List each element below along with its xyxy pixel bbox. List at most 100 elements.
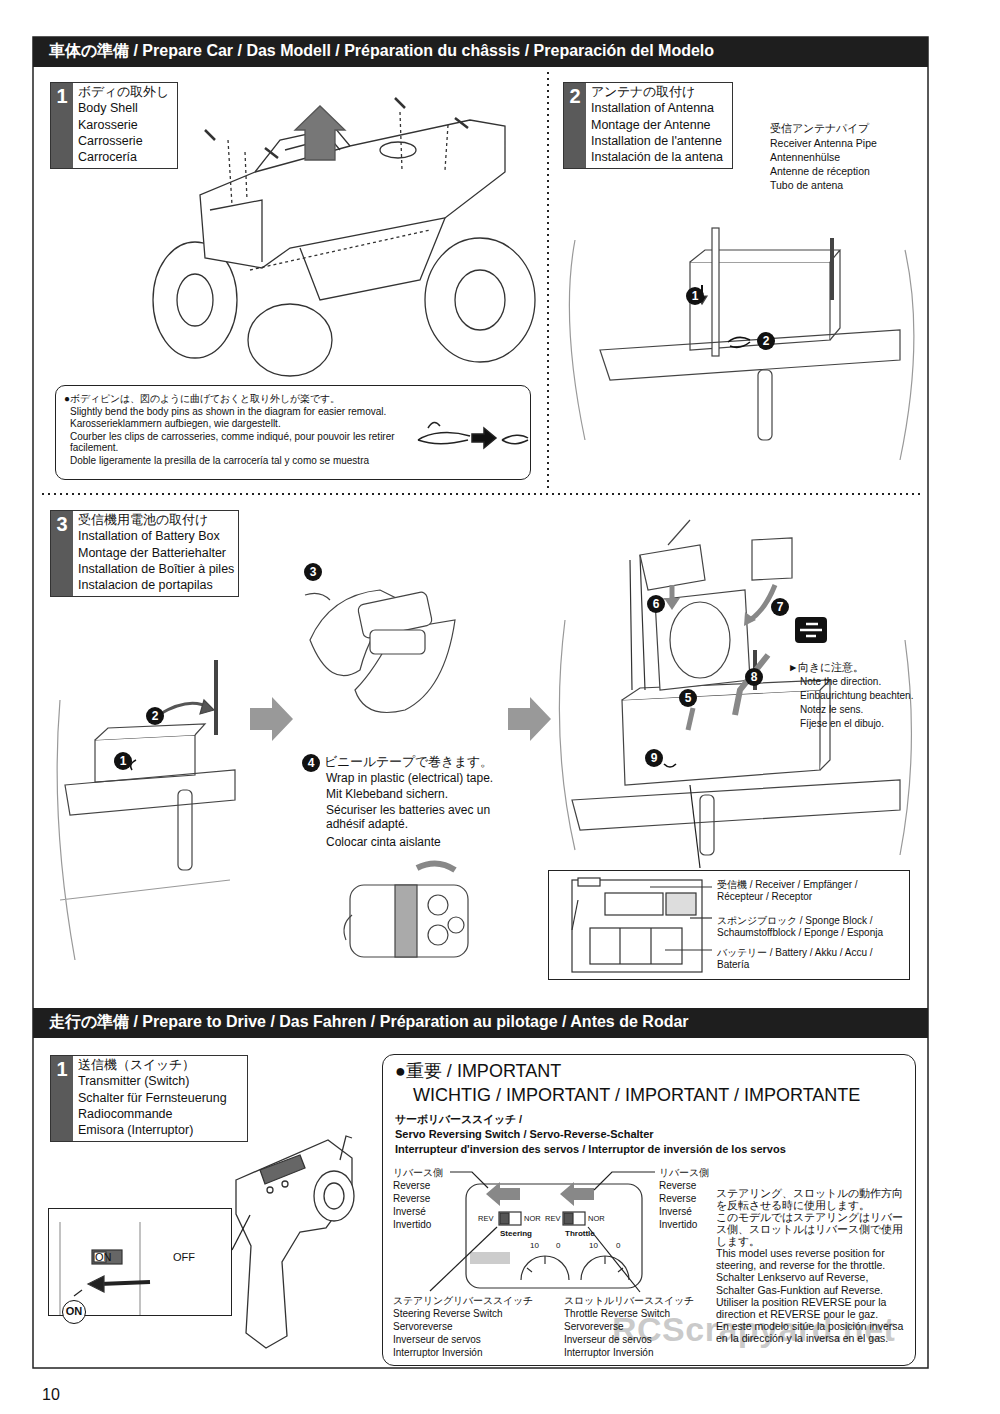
step-title-box: 3受信機用電池の取付けInstallation of Battery BoxMo… bbox=[50, 510, 239, 597]
truck-drawing-part bbox=[295, 106, 345, 160]
step-title: Karosserie bbox=[78, 118, 138, 132]
step-title: 受信機用電池の取付け bbox=[78, 513, 208, 527]
antenna-chassis-drawing-part bbox=[690, 262, 830, 350]
transmitter-drawing-part bbox=[324, 1183, 344, 1209]
truck-drawing-part bbox=[228, 112, 448, 205]
note-text: ●ボディピンは、図のように曲げておくと取り外しが楽です。 bbox=[64, 393, 409, 405]
step-title: Body Shell bbox=[78, 101, 138, 115]
part-label: ►向きに注意。 bbox=[788, 661, 864, 673]
page-number: 10 bbox=[42, 1386, 60, 1404]
step-number: 2 bbox=[564, 83, 586, 168]
important-text: リバース側 bbox=[393, 1167, 443, 1179]
reverse-switch-diagram-part bbox=[450, 1172, 488, 1188]
step-title: アンテナの取付け bbox=[591, 85, 695, 99]
antenna-chassis-drawing-part bbox=[712, 228, 719, 356]
reverse-switch-diagram-part bbox=[486, 1182, 520, 1206]
callout-number: 5 bbox=[679, 689, 697, 707]
note-text: Doble ligeramente la presilla de la carr… bbox=[70, 455, 405, 467]
part-label: ON bbox=[95, 1251, 112, 1264]
battery-box-inset-drawing-part bbox=[578, 878, 600, 886]
note-box: ●ボディピンは、図のように曲げておくと取り外しが楽です。Slightly ben… bbox=[55, 385, 531, 480]
truck-drawing-part bbox=[200, 120, 505, 268]
battery-box-left-drawing bbox=[57, 660, 235, 960]
important-text: Throttle Reverse Switch bbox=[564, 1308, 670, 1320]
important-text: Servoreverse bbox=[393, 1321, 452, 1333]
battery-box-inset-drawing-part bbox=[666, 893, 696, 915]
transmitter-drawing-part bbox=[232, 1215, 250, 1250]
part-label: Sécuriser les batteries avec un adhésif … bbox=[326, 804, 521, 832]
reverse-switch-diagram-part bbox=[588, 1227, 640, 1292]
important-text: リバース側 bbox=[659, 1167, 709, 1179]
battery-install-drawing-part bbox=[664, 598, 680, 610]
step-title: Montage der Batteriehalter bbox=[78, 546, 226, 560]
switch-inset-drawing-part bbox=[59, 1222, 60, 1316]
reverse-switch-diagram-part bbox=[594, 1172, 655, 1190]
important-text: Inverseur de servos bbox=[564, 1334, 652, 1346]
important-text: This model uses reverse position for ste… bbox=[716, 1247, 908, 1271]
header-text: 走行の準備 / Prepare to Drive / Das Fahren / … bbox=[49, 1013, 689, 1031]
callout-number: 1 bbox=[114, 752, 132, 770]
part-label: Fíjese en el dibujo. bbox=[800, 718, 884, 730]
body-pin-drawing-part bbox=[428, 422, 440, 428]
part-label: Wrap in plastic (electrical) tape. bbox=[326, 772, 493, 786]
reverse-switch-diagram-part bbox=[527, 1256, 623, 1272]
important-text: Inverseur de servos bbox=[393, 1334, 481, 1346]
important-text: Reverse bbox=[393, 1193, 430, 1205]
reverse-switch-diagram bbox=[430, 1172, 655, 1292]
battery-install-drawing-part bbox=[668, 520, 690, 545]
step-title: Installation de Boîtier à piles bbox=[78, 562, 234, 576]
antenna-chassis-drawing-part bbox=[600, 330, 900, 380]
battery-box-left-drawing-part bbox=[57, 700, 230, 960]
important-text: Interruptor Inversión bbox=[564, 1347, 654, 1359]
important-text: ステアリング、スロットルの動作方向を反転させる時に使用します。 bbox=[716, 1187, 908, 1211]
hands-drawing-part bbox=[370, 630, 425, 654]
reverse-switch-diagram-part bbox=[500, 1213, 509, 1224]
battery-pack-drawing-part bbox=[428, 925, 448, 945]
important-text: Invertido bbox=[393, 1219, 431, 1231]
step-arrow-part bbox=[250, 697, 293, 741]
step-title: ボディの取外し bbox=[78, 85, 169, 99]
part-label: 受信機 / Receiver / Empfänger / Récepteur /… bbox=[717, 879, 905, 902]
truck-drawing bbox=[153, 98, 535, 376]
header-text: 車体の準備 / Prepare Car / Das Modell / Prépa… bbox=[49, 42, 714, 60]
important-text: サーボリバーススイッチ / bbox=[395, 1113, 522, 1126]
part-label: Tubo de antena bbox=[770, 179, 843, 191]
step-number: 3 bbox=[51, 511, 73, 596]
important-text: Servoreverse bbox=[564, 1321, 623, 1333]
step-title: 送信機（スイッチ） bbox=[78, 1058, 195, 1072]
page-frame-part bbox=[42, 493, 922, 495]
important-text: En este modelo sitúe la posición inversa… bbox=[716, 1320, 908, 1344]
switch-label: REV bbox=[478, 1215, 493, 1224]
important-text: Inversé bbox=[659, 1206, 692, 1218]
battery-box-inset-drawing-part bbox=[590, 928, 682, 964]
pointing-hand-icon-part bbox=[795, 617, 827, 643]
callout-number: 1 bbox=[686, 287, 704, 305]
step-title: Montage der Antenne bbox=[591, 118, 711, 132]
callout-number: 4 bbox=[302, 754, 320, 772]
battery-box-inset-drawing-part bbox=[690, 917, 712, 918]
important-text: Inversé bbox=[393, 1206, 426, 1218]
antenna-chassis-drawing-part bbox=[758, 370, 772, 440]
callout-number: 2 bbox=[757, 332, 775, 350]
battery-box-inset-drawing-part bbox=[572, 880, 702, 972]
switch-inset-drawing-part bbox=[92, 1250, 122, 1264]
battery-install-drawing-part bbox=[655, 590, 750, 690]
step-title-box: 1送信機（スイッチ）Transmitter (Switch)Schalter f… bbox=[50, 1055, 248, 1142]
important-text: ステアリングリバーススイッチ bbox=[393, 1295, 533, 1307]
callout-number: 6 bbox=[647, 595, 665, 613]
reverse-switch-diagram-part bbox=[466, 1184, 642, 1288]
switch-label: REV bbox=[545, 1215, 560, 1224]
important-text: Reverse bbox=[393, 1180, 430, 1192]
part-label: Antenne de réception bbox=[770, 165, 870, 177]
important-box: ●重要 / IMPORTANTWICHTIG / IMPORTANT / IMP… bbox=[382, 1054, 916, 1366]
transmitter-drawing-part bbox=[267, 1187, 273, 1193]
switch-inset-drawing-part bbox=[139, 1222, 140, 1316]
battery-install-drawing-part bbox=[700, 795, 714, 855]
reverse-switch-diagram-part bbox=[430, 1227, 497, 1291]
step-number: 1 bbox=[51, 83, 73, 168]
battery-install-drawing-part bbox=[744, 612, 756, 626]
pointing-hand-icon-part bbox=[800, 624, 822, 636]
body-pin-drawing bbox=[418, 422, 528, 448]
antenna-chassis-drawing bbox=[569, 228, 914, 460]
transmitter-drawing-part bbox=[260, 1155, 305, 1184]
